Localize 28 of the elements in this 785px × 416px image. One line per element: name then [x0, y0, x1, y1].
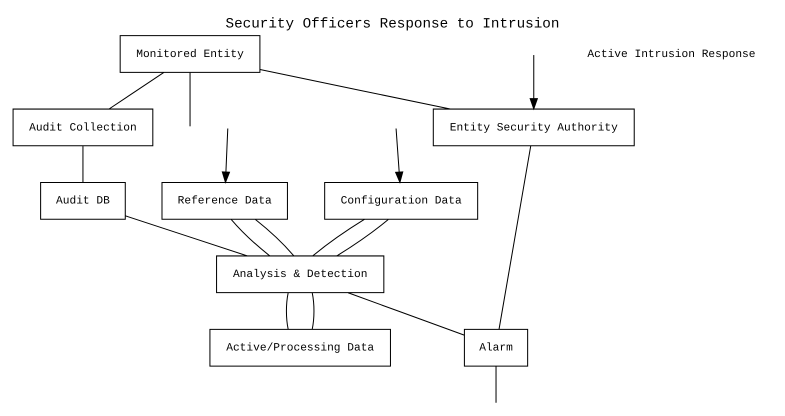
arrow	[394, 128, 404, 184]
connector	[190, 72, 191, 126]
connector	[496, 366, 497, 403]
node-box: Audit Collection	[12, 108, 154, 146]
connector	[125, 215, 248, 256]
connector	[498, 146, 532, 330]
diagram-title: Security Officers Response to Intrusion	[226, 16, 560, 33]
connector	[286, 292, 289, 330]
node-box: Configuration Data	[324, 182, 478, 220]
connector	[230, 219, 270, 256]
node-box: Analysis & Detection	[216, 255, 384, 294]
node-box: Monitored Entity	[120, 35, 260, 73]
connector	[108, 72, 164, 110]
node-box: Entity Security Authority	[432, 108, 635, 146]
connector	[312, 218, 365, 256]
connector	[312, 292, 314, 330]
label: Active Intrusion Response	[587, 48, 756, 61]
arrow	[529, 55, 538, 110]
connector	[255, 219, 294, 256]
connector	[260, 69, 450, 110]
connector	[348, 292, 464, 336]
arrow	[222, 128, 230, 184]
node-box: Reference Data	[161, 182, 288, 220]
node-box: Active/Processing Data	[209, 328, 391, 367]
node-box: Alarm	[464, 328, 528, 367]
connector	[82, 146, 84, 182]
node-box: Audit DB	[40, 182, 126, 220]
connector	[336, 219, 389, 256]
